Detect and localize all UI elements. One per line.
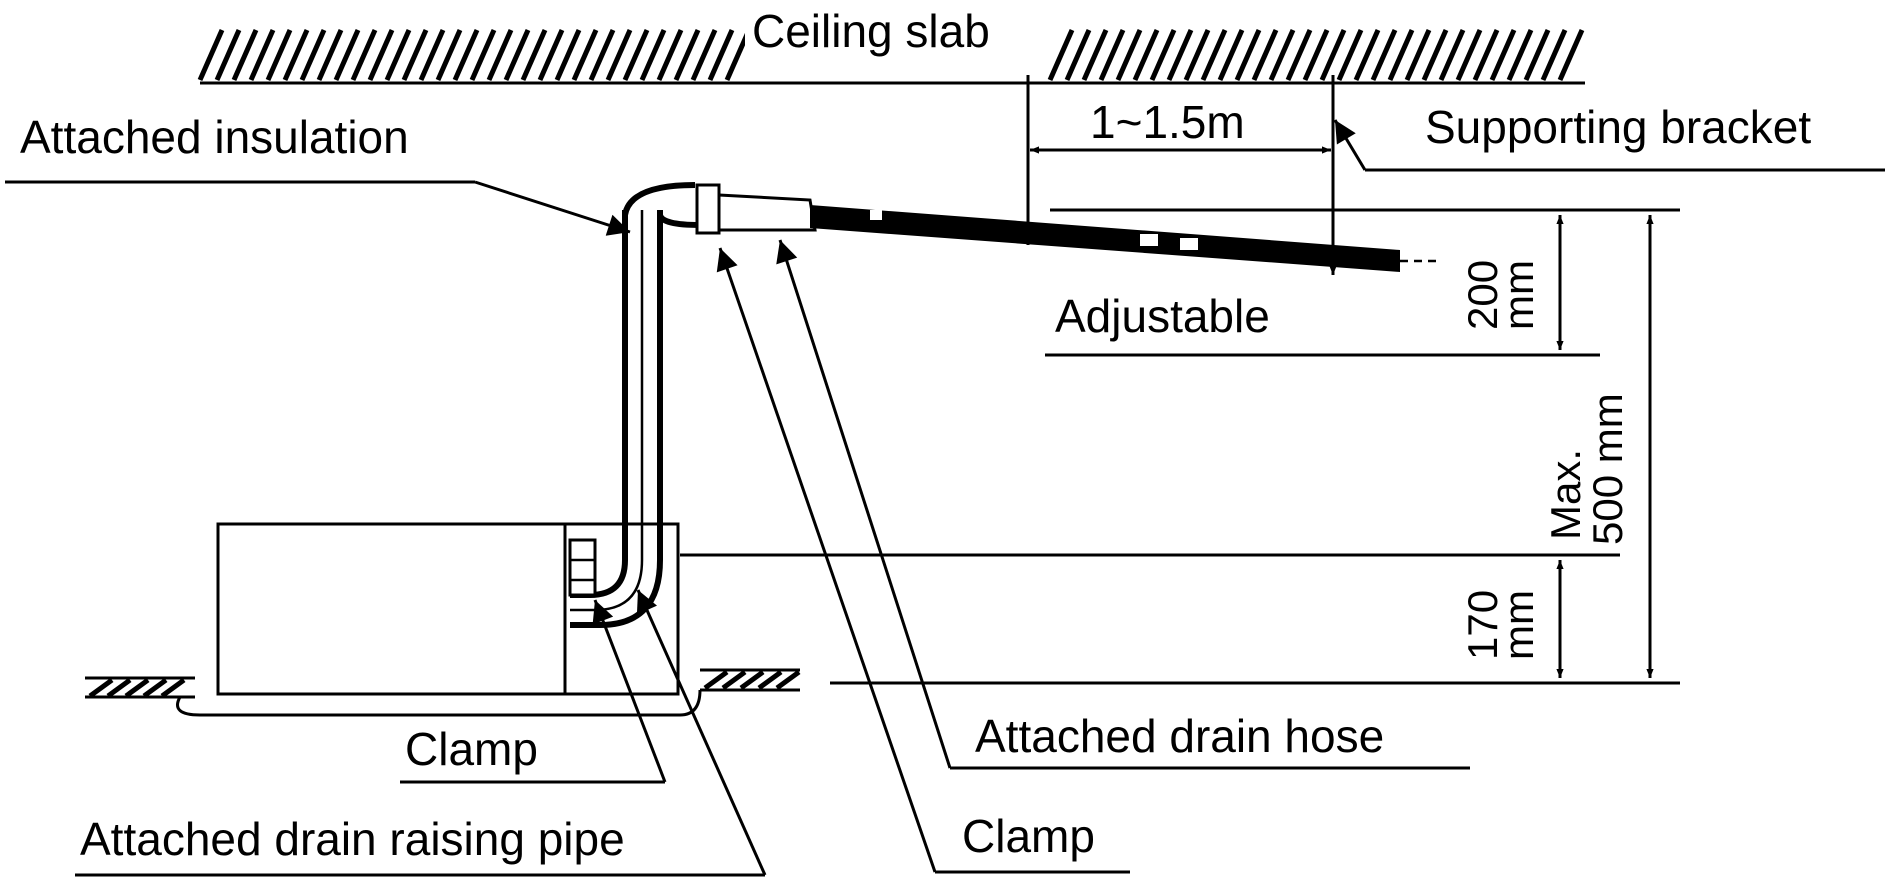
hatch-line	[537, 28, 565, 82]
label-distance: 1~1.5m	[1090, 96, 1245, 148]
hatch-line	[739, 669, 765, 691]
hatch-line	[142, 677, 168, 699]
hatch-line	[1285, 28, 1313, 82]
ceiling-slab	[197, 28, 1585, 85]
hatch-line	[214, 28, 242, 82]
hatch-line	[605, 28, 633, 82]
leader-lines	[5, 119, 1885, 877]
hatch-line	[1438, 28, 1466, 82]
label-ceiling-slab: Ceiling slab	[752, 5, 990, 57]
hatch-line	[452, 28, 480, 82]
ceiling-board	[85, 668, 801, 717]
label-attached-insulation: Attached insulation	[20, 111, 409, 163]
hatch-line	[1336, 28, 1364, 82]
hatch-line	[588, 28, 616, 82]
hatch-line	[703, 669, 729, 691]
drain-hose	[622, 182, 1440, 272]
hatch-line	[469, 28, 497, 82]
hatch-line	[721, 669, 747, 691]
supporting-bracket	[1024, 75, 1337, 275]
hatch-line	[124, 677, 150, 699]
hatch-line	[1132, 28, 1160, 82]
hatch-line	[1353, 28, 1381, 82]
hatch-line	[435, 28, 463, 82]
hatch-line	[1251, 28, 1279, 82]
hatch-line	[350, 28, 378, 82]
hatch-line	[1387, 28, 1415, 82]
hatch-line	[1370, 28, 1398, 82]
label-attached-drain-raising-pipe: Attached drain raising pipe	[80, 813, 625, 865]
hatch-line	[367, 28, 395, 82]
hatch-line	[639, 28, 667, 82]
hatch-line	[1523, 28, 1551, 82]
hatch-line	[1183, 28, 1211, 82]
label-clamp-left: Clamp	[405, 723, 538, 775]
hatch-line	[248, 28, 276, 82]
hatch-line	[1166, 28, 1194, 82]
hatch-line	[333, 28, 361, 82]
hatch-line	[1455, 28, 1483, 82]
hatch-line	[1540, 28, 1568, 82]
drain-raising-pipe	[568, 210, 663, 628]
hatch-line	[1098, 28, 1126, 82]
hatch-line	[757, 669, 783, 691]
hatch-line	[775, 669, 801, 691]
hatch-line	[160, 677, 186, 699]
hatch-line	[316, 28, 344, 82]
hatch-line	[88, 677, 114, 699]
hatch-line	[486, 28, 514, 82]
hatch-line	[1064, 28, 1092, 82]
label-dim-170-value: 170	[1459, 590, 1506, 660]
hatch-line	[656, 28, 684, 82]
hatch-line	[1404, 28, 1432, 82]
hatch-line	[1200, 28, 1228, 82]
hatch-line	[1319, 28, 1347, 82]
hatch-line	[231, 28, 259, 82]
hatch-line	[1234, 28, 1262, 82]
label-dim-170-unit: mm	[1495, 590, 1542, 660]
hatch-line	[1115, 28, 1143, 82]
label-max: Max.	[1542, 449, 1589, 540]
hatch-line	[673, 28, 701, 82]
hatch-line	[1421, 28, 1449, 82]
label-supporting-bracket: Supporting bracket	[1425, 101, 1811, 153]
indoor-unit	[216, 522, 680, 696]
hatch-line	[1506, 28, 1534, 82]
hatch-line	[622, 28, 650, 82]
hatch-line	[1302, 28, 1330, 82]
label-dim-200-value: 200	[1459, 260, 1506, 330]
hatch-line	[520, 28, 548, 82]
hatch-line	[1217, 28, 1245, 82]
hatch-line	[1557, 28, 1585, 82]
hatch-line	[1081, 28, 1109, 82]
label-dim-200-unit: mm	[1495, 260, 1542, 330]
hatch-line	[571, 28, 599, 82]
label-attached-drain-hose: Attached drain hose	[975, 710, 1384, 762]
hatch-line	[197, 28, 225, 82]
hatch-line	[690, 28, 718, 82]
hatch-line	[1149, 28, 1177, 82]
label-adjustable: Adjustable	[1055, 290, 1270, 342]
hatch-line	[1268, 28, 1296, 82]
hatch-line	[1047, 28, 1075, 82]
label-clamp-right: Clamp	[962, 810, 1095, 862]
hatch-line	[1472, 28, 1500, 82]
hatch-line	[265, 28, 293, 82]
hatch-line	[299, 28, 327, 82]
hatch-line	[707, 28, 735, 82]
hatch-line	[384, 28, 412, 82]
hatch-line	[503, 28, 531, 82]
hatch-line	[282, 28, 310, 82]
hatch-line	[1489, 28, 1517, 82]
label-dim-500: 500 mm	[1584, 393, 1631, 545]
hatch-line	[401, 28, 429, 82]
hatch-line	[418, 28, 446, 82]
hatch-line	[554, 28, 582, 82]
hatch-line	[106, 677, 132, 699]
